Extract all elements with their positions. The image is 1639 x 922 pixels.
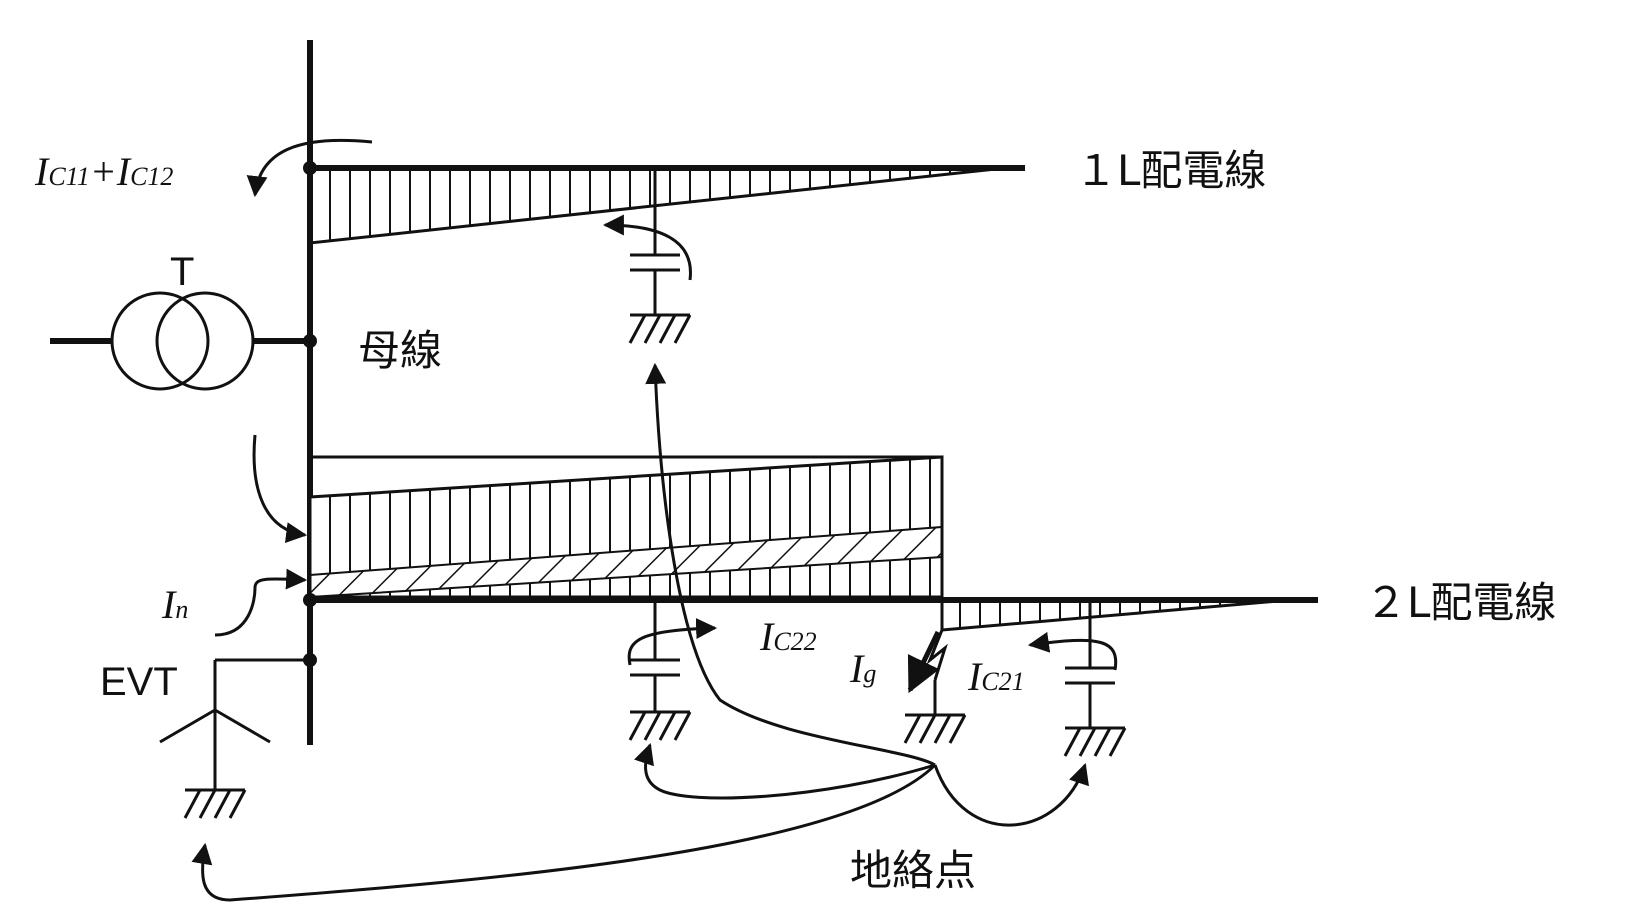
ic11-ic12-label: IC11+IC12 [34, 149, 173, 194]
ic22-main: I [759, 614, 775, 659]
feeder-2-line [303, 455, 1318, 632]
ic22-sub: C22 [773, 627, 816, 656]
ic11-main: I [34, 149, 50, 194]
bus-label-text: 母線 [358, 326, 442, 375]
fault-point-symbol [903, 600, 967, 744]
fault-point-label: 地絡点 [850, 846, 976, 895]
ig-sub: g [863, 659, 876, 688]
ic22-label: IC22 [759, 614, 817, 659]
capacitor-feeder-1 [628, 168, 692, 344]
ic11-sub: C11 [48, 162, 89, 191]
plus-sign: + [90, 149, 117, 194]
feeder-1-label: １L配電線 [1075, 146, 1266, 195]
feeder-1-line [303, 161, 1025, 245]
evt-label: EVT [100, 660, 178, 704]
ic12-sub: C12 [130, 162, 173, 191]
in-sub: n [175, 595, 188, 624]
ic12-main: I [116, 149, 132, 194]
capacitor-feeder-2-near [628, 600, 692, 741]
transformer-symbol [50, 291, 317, 391]
feeder-2-label: ２L配電線 [1365, 578, 1556, 627]
bus-label: 母線 [358, 326, 442, 375]
ig-main: I [849, 646, 865, 691]
current-arrows [191, 138, 1118, 902]
ic21-main: I [967, 654, 983, 699]
capacitor-feeder-2-far [1063, 600, 1127, 757]
ic21-sub: C21 [981, 667, 1024, 696]
ic21-label: IC21 [967, 654, 1025, 699]
evt-symbol [159, 653, 317, 819]
in-main: I [161, 582, 177, 627]
in-label: In [161, 582, 188, 627]
transformer-label: T [170, 250, 194, 294]
ig-label: Ig [849, 646, 876, 691]
